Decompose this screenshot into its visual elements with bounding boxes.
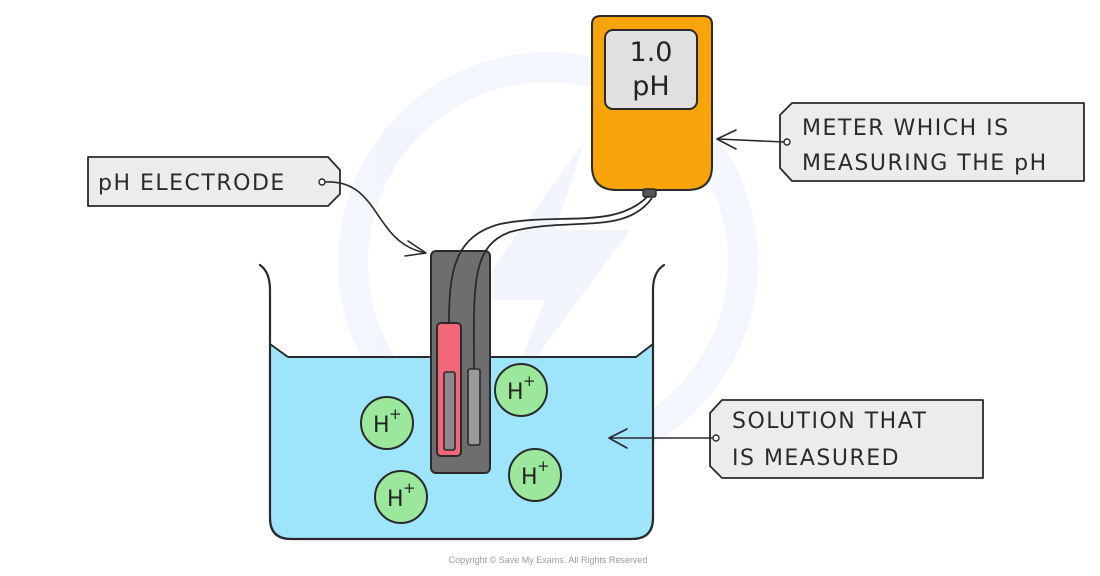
- meter-connector: [642, 188, 657, 198]
- svg-text:+: +: [403, 479, 416, 497]
- electrode-red-inner: [443, 371, 456, 451]
- label-meter-line1: METER WHICH IS: [802, 116, 1010, 141]
- electrode-pointer-arrow: [324, 181, 427, 254]
- meter-reading: 1.0: [630, 37, 673, 68]
- label-solution-line1: SOLUTION THAT: [732, 409, 928, 434]
- label-solution: SOLUTION THAT IS MEASURED: [608, 399, 984, 479]
- svg-text:H: H: [387, 487, 404, 512]
- hydrogen-ion: H +: [360, 396, 414, 450]
- hydrogen-ion: H +: [374, 470, 428, 524]
- meter-unit: pH: [632, 71, 669, 102]
- svg-text:H: H: [373, 413, 390, 438]
- hydrogen-ion: H +: [508, 448, 562, 502]
- electrode-grey-probe: [467, 368, 481, 446]
- label-meter-line2: MEASURING THE pH: [802, 151, 1048, 176]
- label-solution-line2: IS MEASURED: [732, 446, 900, 471]
- ph-electrode: [430, 195, 653, 474]
- electrode-wire-1: [448, 195, 649, 324]
- ph-meter: 1.0 pH: [591, 15, 713, 198]
- copyright-notice: Copyright © Save My Exams. All Rights Re…: [449, 555, 648, 565]
- svg-text:+: +: [537, 457, 550, 475]
- meter-screen: [604, 29, 698, 110]
- svg-text:H: H: [507, 380, 524, 405]
- svg-text:+: +: [389, 405, 402, 423]
- hydrogen-ions: H + H + H + H +: [360, 363, 562, 524]
- meter-pointer-arrow: [717, 138, 785, 143]
- label-ph-electrode: pH ELECTRODE: [87, 156, 427, 257]
- label-ph-electrode-text: pH ELECTRODE: [98, 171, 286, 196]
- svg-text:H: H: [521, 465, 538, 490]
- electrode-wire-2: [472, 197, 653, 370]
- svg-text:+: +: [523, 372, 536, 390]
- label-meter: METER WHICH IS MEASURING THE pH: [716, 102, 1085, 182]
- hydrogen-ion: H +: [494, 363, 548, 417]
- beaker-wall: [258, 263, 666, 541]
